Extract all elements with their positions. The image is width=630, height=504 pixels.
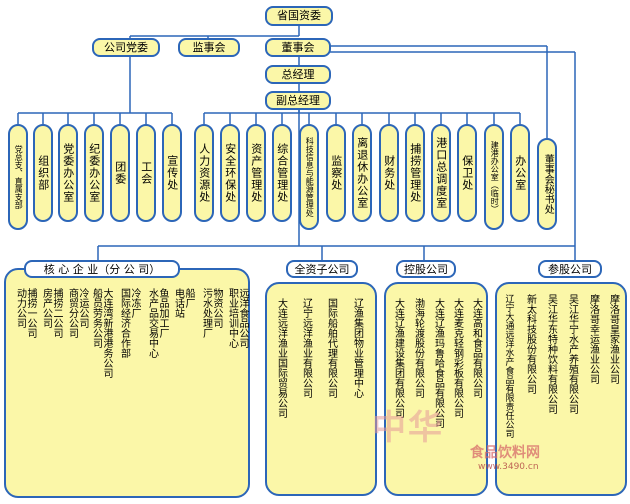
dept-2: 资产管理处 [246, 124, 266, 222]
dept-5: 监察处 [326, 124, 346, 222]
dept-7: 财务处 [379, 124, 399, 222]
holding-col-0: 大连辽渔建设集团有限公司 [392, 298, 404, 418]
watermark-brand: 食品饮料网 [470, 445, 540, 461]
general-manager-label: 总经理 [281, 67, 315, 81]
party-unit-4: 团委 [110, 124, 130, 222]
supervisory-board-box: 监事会 [178, 38, 240, 57]
holding-col-4: 大连高和食品有限公司 [470, 298, 482, 398]
supervisory-board-label: 监事会 [192, 40, 226, 54]
party-unit-5: 工会 [136, 124, 156, 222]
deputy-general-manager-label: 副总经理 [276, 93, 320, 107]
dept-1: 安全环保处 [220, 124, 240, 222]
party-committee-label: 公司党委 [104, 40, 148, 54]
party-unit-0: 党总支、直属支部 [8, 124, 28, 230]
equity-title: 参股公司 [538, 260, 602, 278]
core-col-2: 冷运公司商贸分公司 [66, 288, 89, 338]
core-col-6: 船厂电话站 [172, 288, 195, 318]
dept-10: 保卫处 [457, 124, 477, 222]
party-unit-1: 组织部 [33, 124, 53, 222]
core-col-4: 冷冻厂国际经济合作部 [118, 288, 141, 358]
holding-title: 控股公司 [396, 260, 456, 278]
dept-11: 建港办公室（临时） [484, 124, 504, 230]
general-manager-box: 总经理 [265, 65, 331, 84]
dept-12: 办公室 [510, 124, 530, 222]
party-committee-box: 公司党委 [92, 38, 160, 57]
equity-col-1: 新太科技股份有限公司 [524, 294, 536, 394]
wholly-owned-subsidiaries-box: 大连远洋渔业国际贸易公司 辽宁远洋渔业有限公司 国际船舶代理有限公司 辽渔集团物… [265, 282, 377, 496]
equity-col-2: 吴江华东特种饮料有限公司 [545, 294, 557, 414]
core-col-1: 捕捞二公司房产公司 [40, 288, 63, 338]
sasac-label: 省国资委 [277, 9, 321, 23]
dept-3: 综合管理处 [272, 124, 292, 222]
sub-col-2: 国际船舶代理有限公司 [325, 298, 337, 398]
equity-col-5: 摩洛哥皇家渔业公司 [607, 294, 619, 384]
dept-9: 港口总调度室 [431, 124, 451, 222]
party-unit-3: 纪委办公室 [84, 124, 104, 222]
watermark-url: www.3490.cn [478, 462, 539, 472]
holding-col-2: 大连辽渔玛鲁哈食品有限公司 [432, 298, 444, 428]
board-of-directors-box: 董事会 [265, 38, 331, 57]
holding-companies-box: 大连辽渔建设集团有限公司 渤海轮渡股份有限公司 大连辽渔玛鲁哈食品有限公司 大连… [384, 282, 488, 496]
core-col-5: 鱼品加工厂水产品交易中心 [146, 288, 169, 358]
board-secretary-office: 董事会秘书处 [537, 138, 557, 230]
equity-col-3: 吴江华宁水产养殖有限公司 [566, 294, 578, 414]
holding-col-3: 大连麦克轻钢彩板有限公司 [451, 298, 463, 418]
dept-6: 离退休办公室 [352, 124, 372, 222]
holding-col-1: 渤海轮渡股份有限公司 [412, 298, 424, 398]
core-col-7: 物资公司污水处理厂 [200, 288, 223, 338]
sub-col-3: 辽渔集团物业管理中心 [351, 298, 363, 398]
deputy-general-manager-box: 副总经理 [265, 91, 331, 110]
party-unit-6: 宣传处 [162, 124, 182, 222]
board-of-directors-label: 董事会 [281, 40, 315, 54]
party-unit-2: 党委办公室 [58, 124, 78, 222]
equity-col-0: 辽宁大通远洋水产食品有限责任公司 [503, 294, 514, 438]
core-enterprises-title: 核 心 企 业（分 公 司） [24, 260, 180, 278]
core-enterprises-box: 捕捞一公司动力公司 捕捞二公司房产公司 冷运公司商贸分公司 大连湾新港港务公司船… [4, 268, 250, 498]
core-col-3: 大连湾新港港务公司船员劳务公司 [90, 288, 113, 378]
sub-col-1: 辽宁远洋渔业有限公司 [300, 298, 312, 398]
core-col-8: 远洋食品公司职业培训中心 [226, 288, 249, 348]
core-col-0: 捕捞一公司动力公司 [14, 288, 37, 338]
sub-col-0: 大连远洋渔业国际贸易公司 [275, 298, 287, 418]
sasac-box: 省国资委 [265, 6, 333, 26]
equity-col-4: 摩洛哥幸运渔业公司 [587, 294, 599, 384]
watermark-logo: 中华 [372, 408, 444, 448]
dept-0: 人力资源处 [194, 124, 214, 222]
equity-participation-box: 辽宁大通远洋水产食品有限责任公司 新太科技股份有限公司 吴江华东特种饮料有限公司… [495, 282, 627, 496]
wholly-owned-title: 全资子公司 [286, 260, 358, 278]
dept-8: 捕捞管理处 [405, 124, 425, 222]
dept-4: 科技信息与能源管理处 [299, 124, 319, 230]
